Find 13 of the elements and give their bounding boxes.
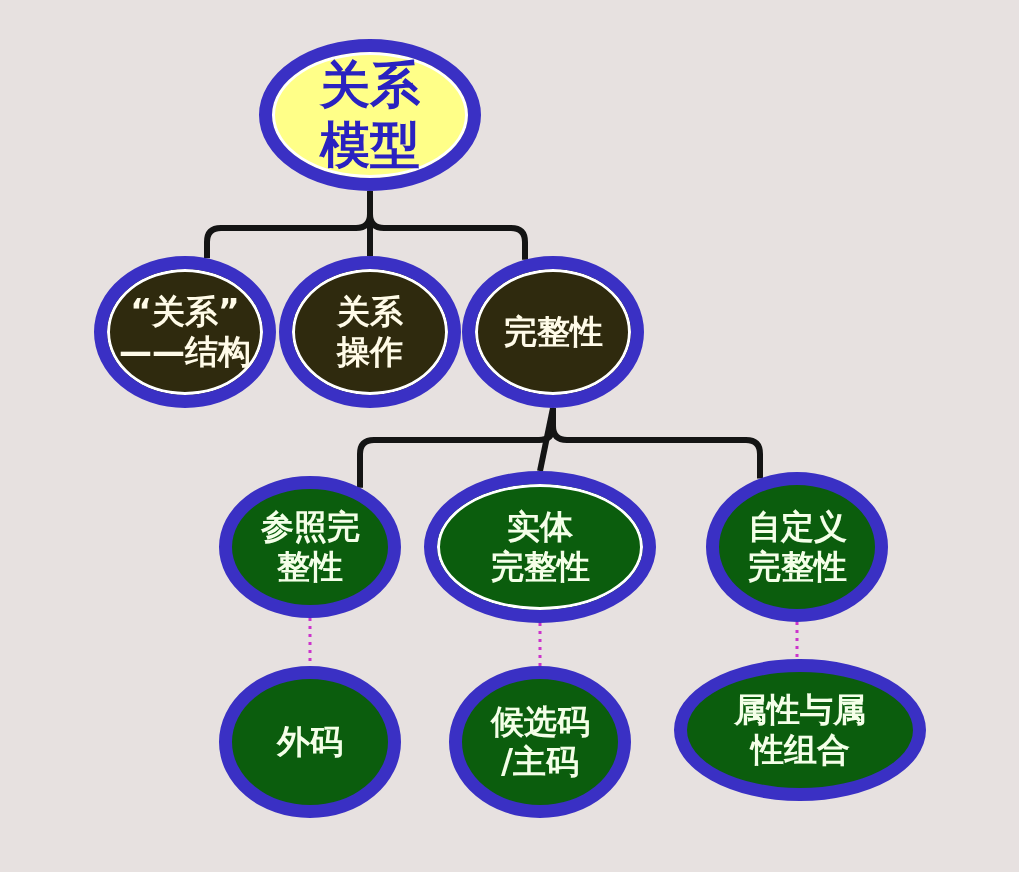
node-label: 外码	[277, 722, 343, 762]
bracket-connector	[367, 191, 528, 260]
node-label: 参照完整性	[260, 507, 360, 587]
node-label: 自定义完整性	[747, 507, 847, 587]
node-label: 属性与属性组合	[734, 690, 866, 770]
node-label: 实体完整性	[490, 507, 590, 587]
node-label: 完整性	[503, 312, 603, 352]
node-label: 候选码/主码	[490, 702, 590, 782]
node-label: 关系模型	[320, 55, 420, 175]
node-label: “关系”——结构	[119, 292, 251, 372]
node-label: 关系操作	[337, 292, 403, 372]
dotted-connector	[538, 623, 542, 666]
dotted-connector	[795, 622, 799, 659]
